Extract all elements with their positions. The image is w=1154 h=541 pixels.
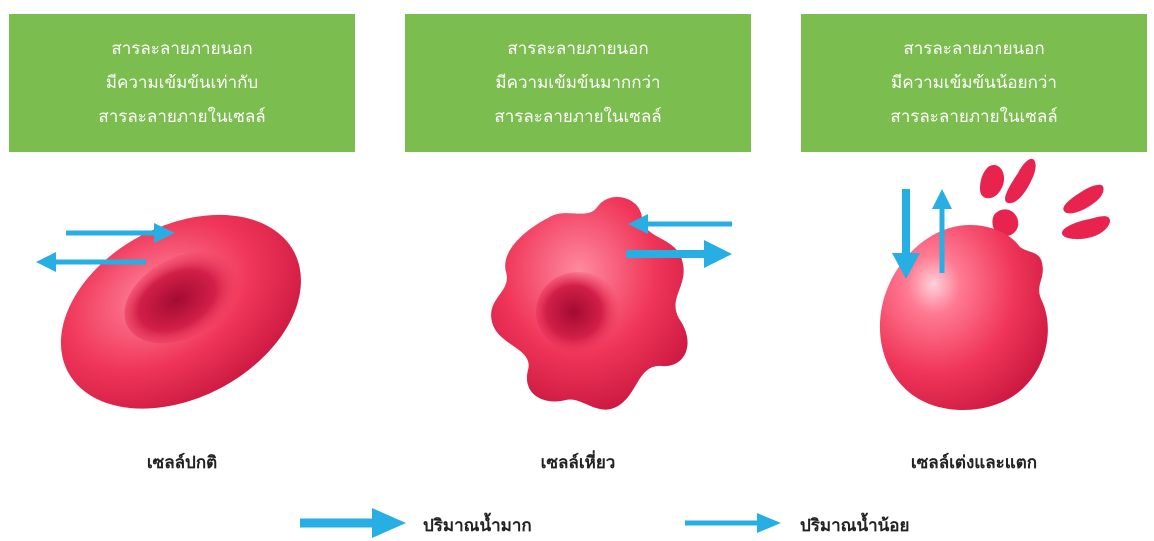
caption-burst: เซลล์เต่งและแตก bbox=[801, 449, 1147, 476]
panel-line: สารละลายภายนอก bbox=[507, 32, 648, 66]
panel-line: มีความเข้มข้นมากกว่า bbox=[495, 66, 660, 100]
legend-thick-label: ปริมาณน้ำมาก bbox=[423, 512, 532, 539]
panel-isotonic: สารละลายภายนอก มีความเข้มข้นเท่ากับ สารล… bbox=[9, 14, 355, 152]
normal-red-blood-cell bbox=[30, 200, 340, 420]
arrow-in-icon bbox=[66, 223, 175, 243]
panel-line: มีความเข้มข้นน้อยกว่า bbox=[891, 66, 1057, 100]
legend-thin-label: ปริมาณน้ำน้อย bbox=[800, 512, 909, 539]
shrunken-red-blood-cell bbox=[470, 188, 740, 438]
burst-red-blood-cell bbox=[870, 155, 1130, 435]
panel-line: สารละลายภายในเซลล์ bbox=[890, 100, 1057, 134]
thin-arrow-icon bbox=[685, 510, 785, 536]
panel-hypertonic: สารละลายภายนอก มีความเข้มข้นมากกว่า สารล… bbox=[405, 14, 751, 152]
panel-line: สารละลายภายนอก bbox=[111, 32, 252, 66]
thick-arrow-icon bbox=[300, 508, 410, 538]
caption-shrunken: เซลล์เหี่ยว bbox=[405, 449, 751, 476]
arrow-in-icon bbox=[628, 214, 732, 234]
panel-line: สารละลายภายในเซลล์ bbox=[494, 100, 661, 134]
panel-line: สารละลายภายนอก bbox=[903, 32, 1044, 66]
panel-hypotonic: สารละลายภายนอก มีความเข้มข้นน้อยกว่า สาร… bbox=[801, 14, 1147, 152]
caption-normal: เซลล์ปกติ bbox=[9, 449, 355, 476]
panel-line: มีความเข้มข้นเท่ากับ bbox=[106, 66, 258, 100]
panel-line: สารละลายภายในเซลล์ bbox=[98, 100, 265, 134]
